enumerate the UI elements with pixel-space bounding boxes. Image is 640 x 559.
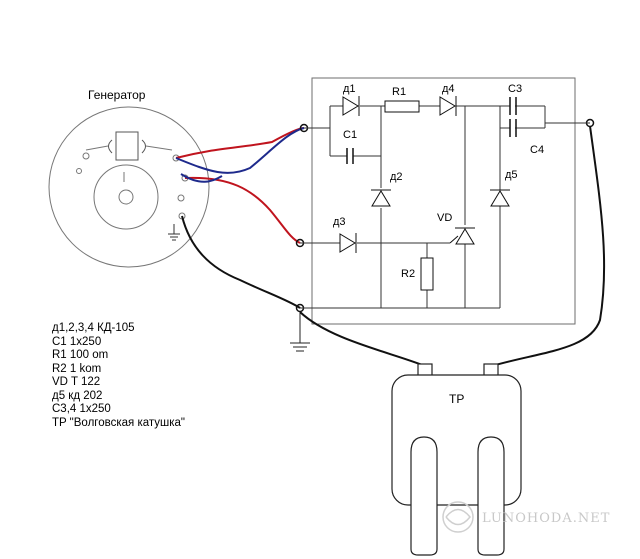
legend-line: C1 1x250 — [52, 335, 102, 348]
resistor-r1 — [384, 100, 420, 113]
watermark-logo — [442, 501, 474, 533]
ground-icon — [290, 312, 310, 352]
diode-d3 — [339, 233, 357, 253]
legend-line: R2 1 kom — [52, 362, 102, 375]
parts-legend: д1,2,3,4 КД-105 C1 1x250 R1 100 om R2 1 … — [52, 322, 185, 430]
circuit-wiring — [300, 105, 590, 309]
capacitor-c3 — [509, 97, 517, 115]
label-r2: R2 — [401, 268, 415, 280]
capacitor-c1 — [346, 148, 354, 164]
label-tr: TP — [449, 392, 464, 406]
diode-d1 — [342, 96, 360, 116]
diode-d2 — [371, 189, 391, 207]
label-c1: C1 — [343, 129, 357, 141]
blue-wire-short — [180, 173, 223, 183]
black-ground-wire — [181, 215, 301, 309]
red-wire — [175, 127, 305, 159]
legend-line: TP "Волговская катушка" — [52, 416, 186, 429]
blue-wire — [175, 127, 305, 174]
label-c4: C4 — [530, 144, 544, 156]
circuit-box — [311, 77, 576, 325]
label-d2: д2 — [390, 171, 403, 183]
legend-line: R1 100 om — [52, 349, 109, 361]
coil-wire-left — [299, 311, 426, 367]
diode-d4 — [439, 96, 457, 116]
thyristor-vd — [449, 227, 475, 245]
label-c3: C3 — [508, 83, 522, 95]
watermark-text: LUNOHODA.NET — [482, 511, 610, 526]
legend-line: д5 кд 202 — [52, 389, 103, 402]
legend-line: д1,2,3,4 КД-105 — [52, 322, 135, 334]
label-d3: д3 — [333, 216, 346, 228]
coil-wire-right — [491, 125, 606, 367]
label-d1: д1 — [343, 83, 356, 95]
label-d4: д4 — [442, 83, 455, 95]
label-r1: R1 — [392, 86, 406, 98]
ignition-coil — [391, 363, 522, 556]
diode-d5 — [490, 189, 510, 207]
label-vd: VD — [437, 212, 452, 224]
label-d5: д5 — [505, 169, 518, 181]
resistor-r2 — [420, 257, 434, 291]
generator — [48, 106, 210, 268]
red-wire-lower — [184, 176, 301, 244]
generator-ground-icon — [168, 224, 180, 241]
capacitor-c4 — [509, 119, 517, 137]
legend-line: C3,4 1x250 — [52, 403, 111, 415]
generator-title: Генератор — [88, 88, 146, 102]
legend-line: VD T 122 — [52, 376, 101, 388]
